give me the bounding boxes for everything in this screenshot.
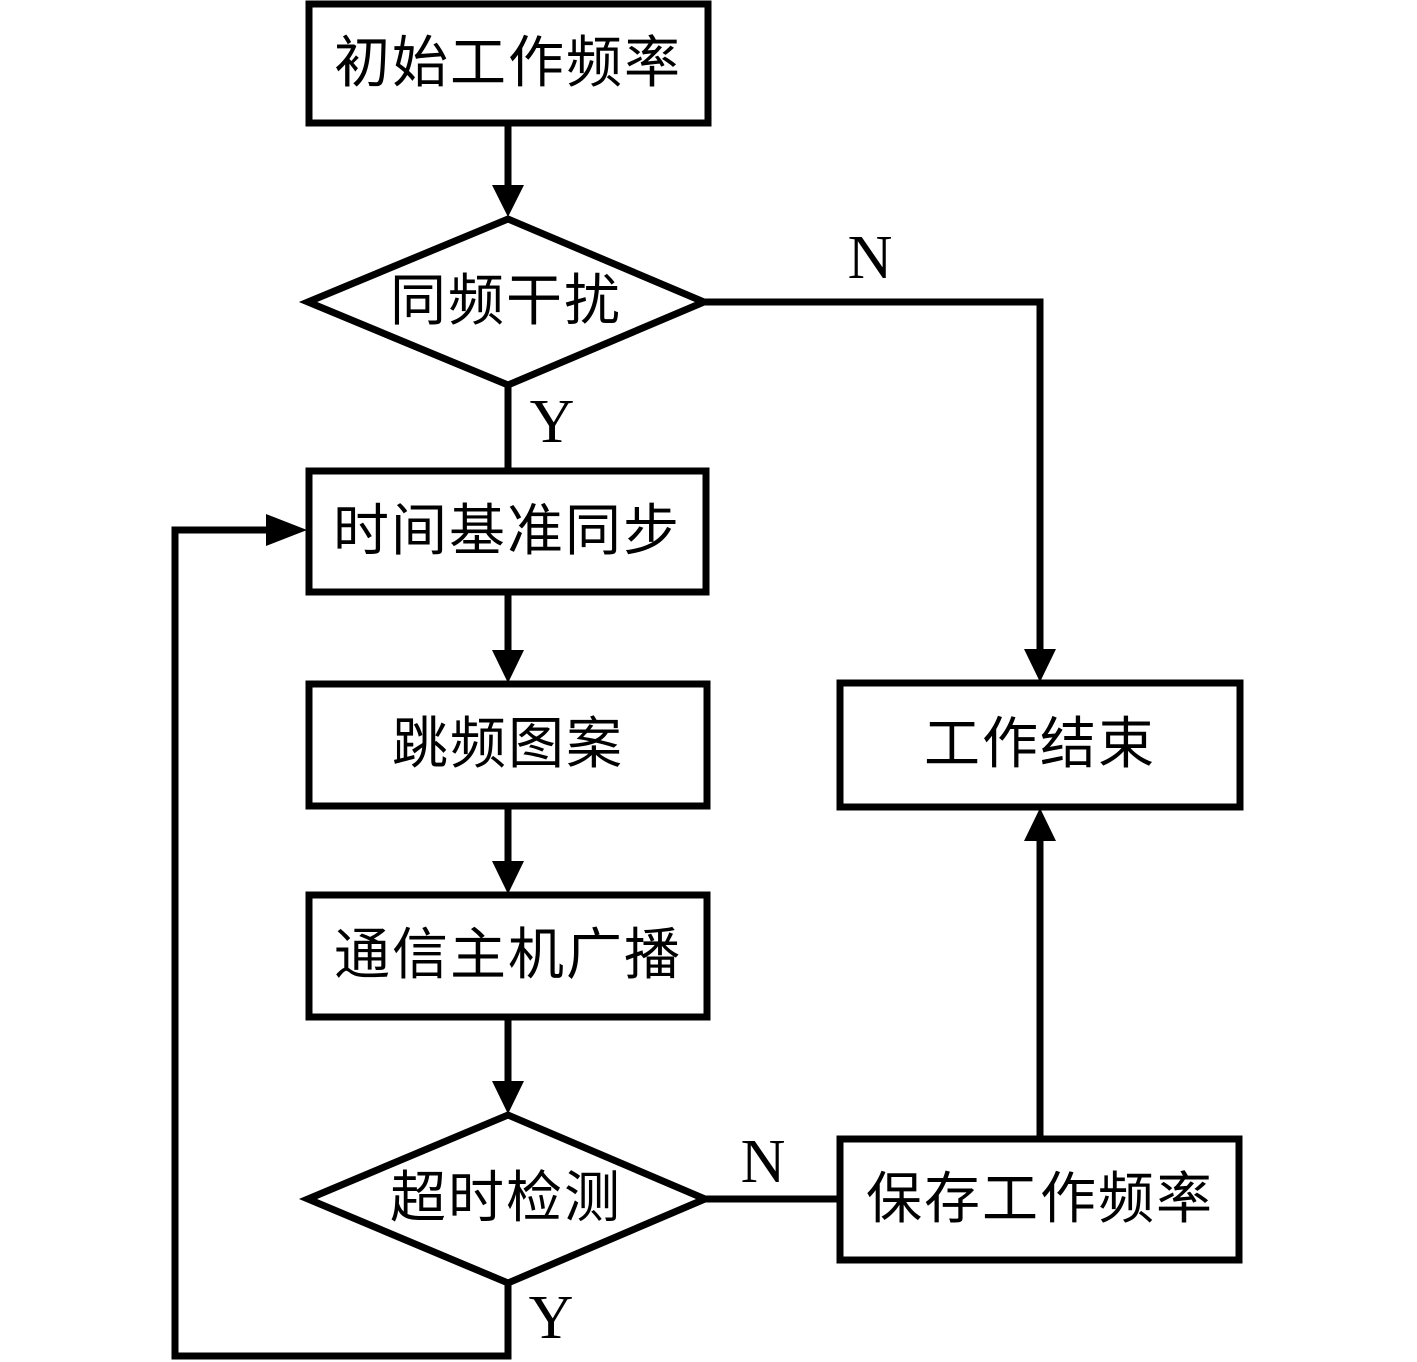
node-label-hopping-pattern: 跳频图案 [392,714,624,776]
node-work-end-box [836,679,1244,811]
arrowhead-into-broadcast [492,861,524,894]
node-label-save-frequency: 保存工作频率 [866,1169,1214,1231]
node-label-work-end: 工作结束 [924,714,1156,776]
node-timeout-detection-diamond [298,1111,714,1287]
node-label-initial-frequency: 初始工作频率 [334,33,682,95]
edge-label-interference-no: N [847,224,893,292]
node-label-host-broadcast: 通信主机广播 [334,925,682,987]
node-label-timeout-detection: 超时检测 [390,1168,622,1230]
edge-label-timeout-yes: Y [528,1284,574,1352]
node-hopping-pattern-box [305,680,711,810]
node-cochannel-interference-diamond [298,215,713,389]
arrowhead-into-interference [492,185,524,217]
node-label-cochannel-interference: 同频干扰 [390,271,622,333]
edge-label-timeout-no: N [740,1128,786,1196]
edge-interference-no-to-workend [704,298,1044,655]
node-label-time-base-sync: 时间基准同步 [333,501,681,563]
edge-label-interference-yes: Y [529,388,575,456]
node-save-frequency-box [836,1135,1243,1264]
arrowhead-into-pattern [492,650,524,683]
arrowhead-into-workend-bottom [1024,808,1056,841]
node-initial-frequency-box [305,0,712,127]
node-host-broadcast-box [305,891,711,1021]
arrowhead-into-workend-top [1024,649,1056,682]
node-time-base-sync-box [305,467,710,596]
arrowhead-into-timeout [492,1081,524,1114]
arrowhead-into-sync-left [266,514,307,546]
edge-timeout-yes-loop-to-sync [171,526,512,1360]
